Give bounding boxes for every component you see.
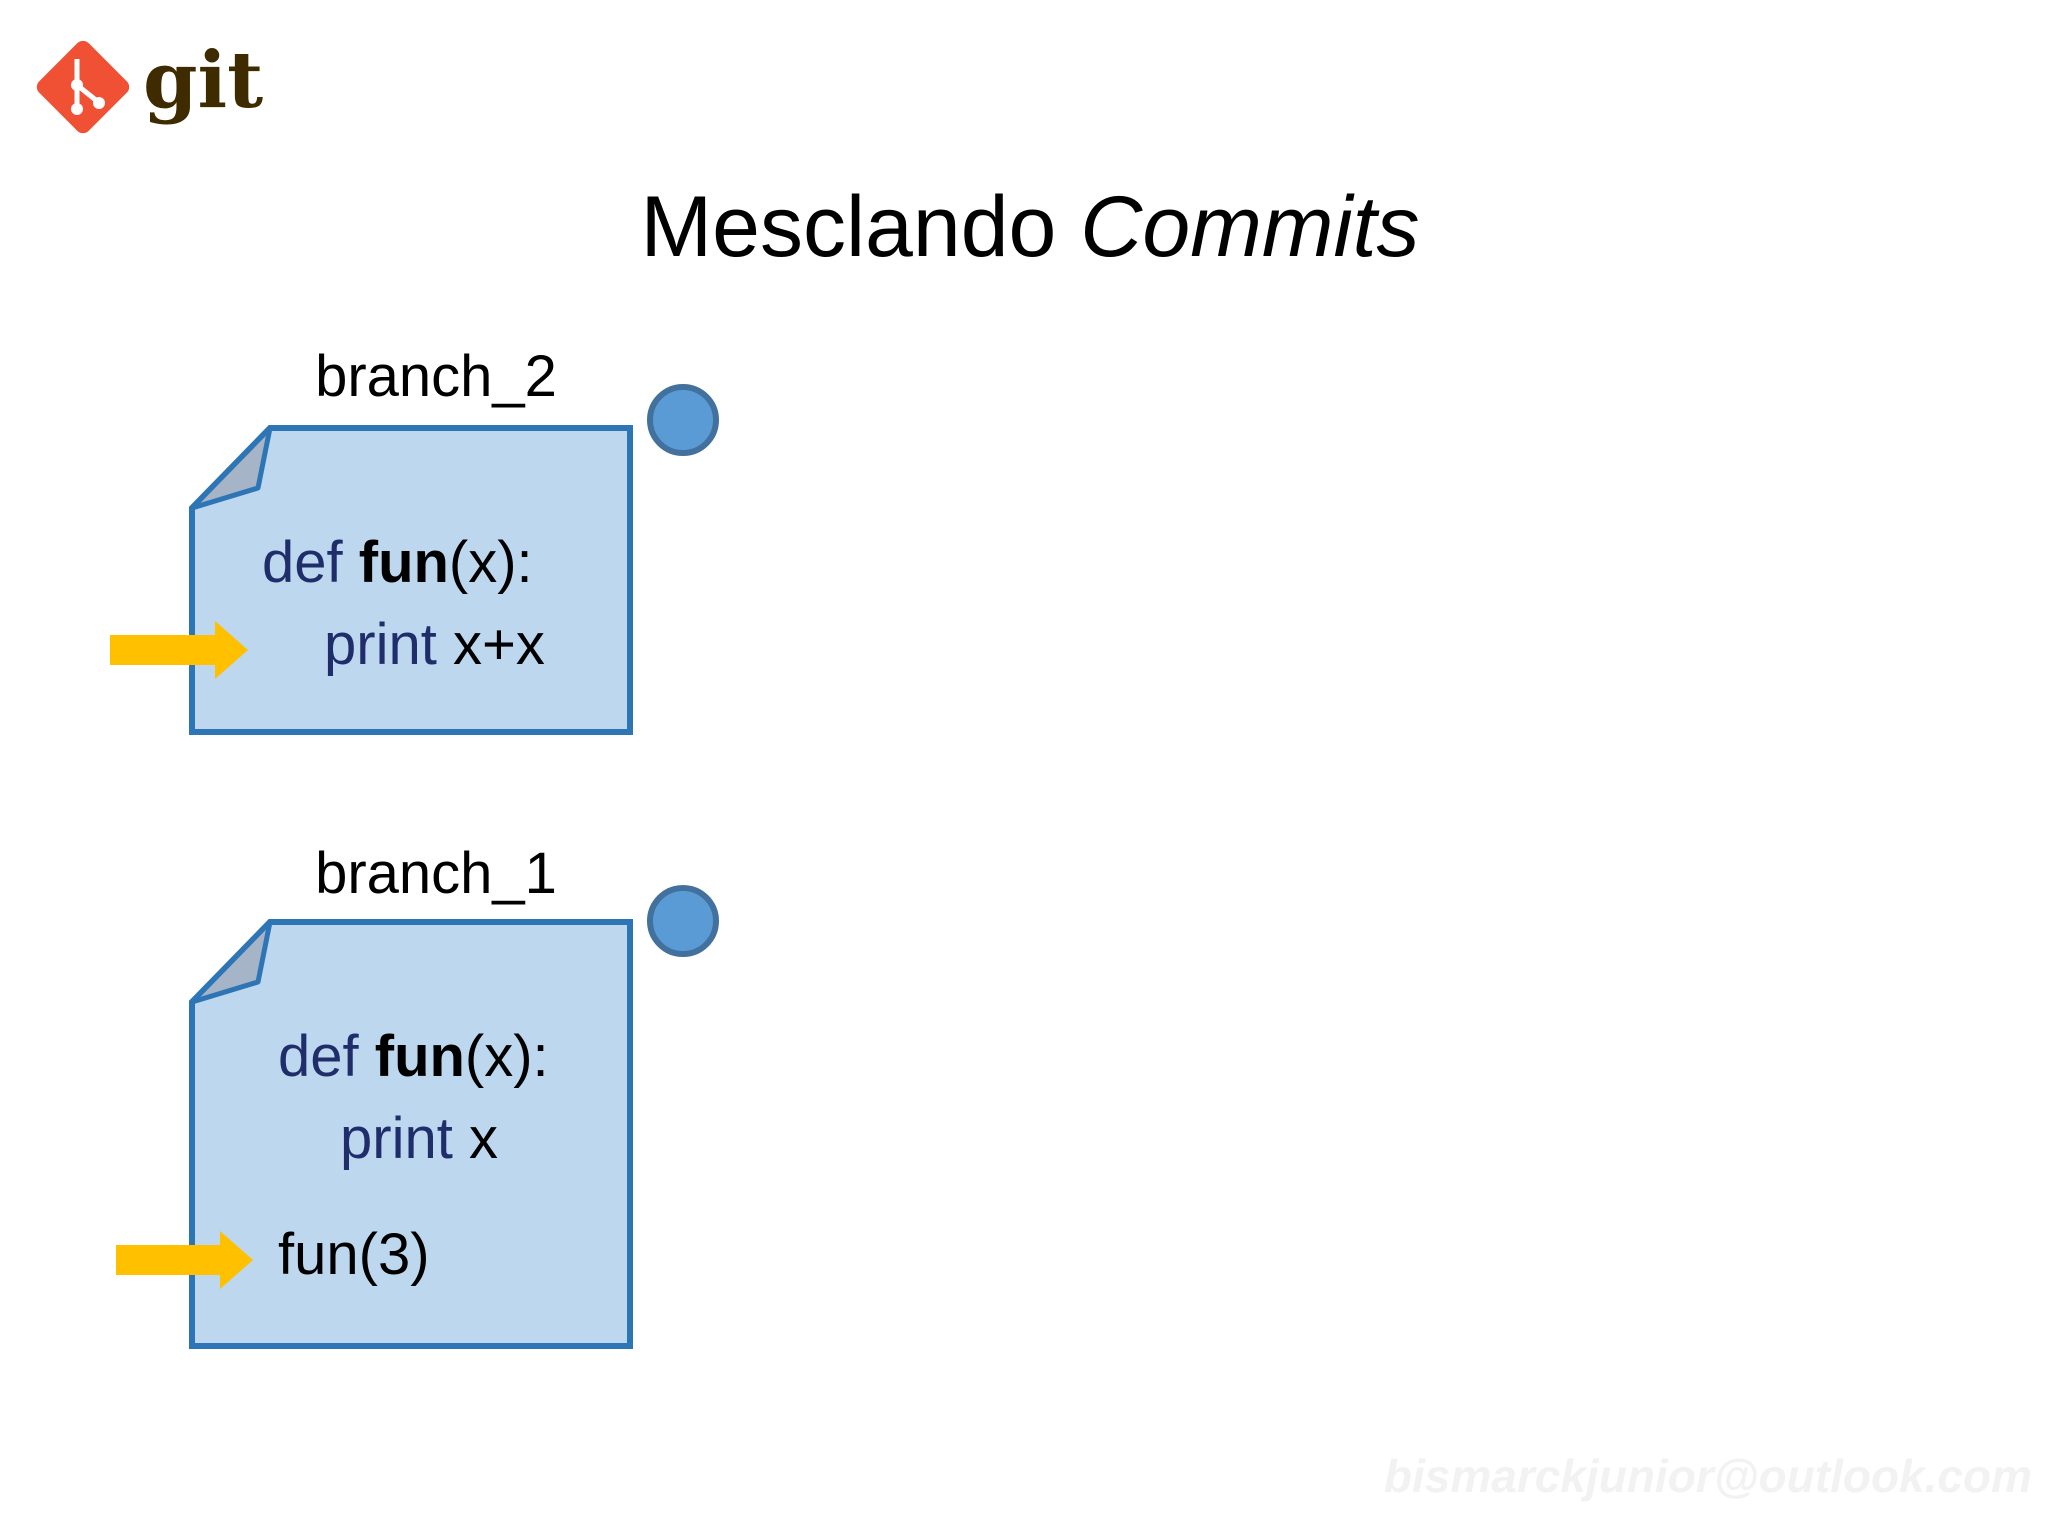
branch-2-group: branch_2 def fun(x): print x+x: [110, 344, 719, 735]
branch-1-group: branch_1 def fun(x): print x fun(3): [116, 841, 719, 1349]
branch-1-label: branch_1: [315, 841, 557, 906]
email-watermark: bismarckjunior@outlook.com: [1384, 1450, 2032, 1502]
branch-1-commit-node: [647, 885, 719, 957]
code-params: (x):: [449, 530, 533, 595]
branch-1-pointer-arrow-icon: [116, 1231, 253, 1289]
slide-title: Mesclando Commits: [640, 179, 1419, 275]
slide-title-plain: Mesclando: [640, 179, 1080, 275]
branch-2-commit-node: [647, 384, 719, 456]
code-print-keyword: print: [340, 1106, 469, 1171]
git-diamond-icon: [36, 40, 130, 134]
branch-2-code-line-2: print x+x: [324, 612, 545, 677]
branch-2-code-line-1: def fun(x):: [262, 530, 533, 595]
git-logo-text: git: [143, 35, 263, 126]
branch-2-page-fold-icon: [189, 425, 273, 511]
code-def-keyword: def: [278, 1024, 375, 1089]
code-expression: x+x: [453, 612, 545, 677]
branch-1-code-line-1: def fun(x):: [278, 1024, 549, 1089]
branch-1-code-line-3: fun(3): [278, 1222, 430, 1287]
branch-1-page-fold-icon: [189, 919, 273, 1005]
code-function-name: fun: [375, 1024, 465, 1089]
code-print-keyword: print: [324, 612, 453, 677]
code-expression: x: [469, 1106, 498, 1171]
code-params: (x):: [465, 1024, 549, 1089]
branch-2-pointer-arrow-icon: [110, 621, 248, 679]
code-function-name: fun: [359, 530, 449, 595]
branch-2-label: branch_2: [315, 344, 557, 409]
branch-1-code-line-2: print x: [340, 1106, 498, 1171]
slide-title-italic: Commits: [1080, 179, 1419, 275]
git-logo: git: [36, 35, 263, 134]
code-def-keyword: def: [262, 530, 359, 595]
